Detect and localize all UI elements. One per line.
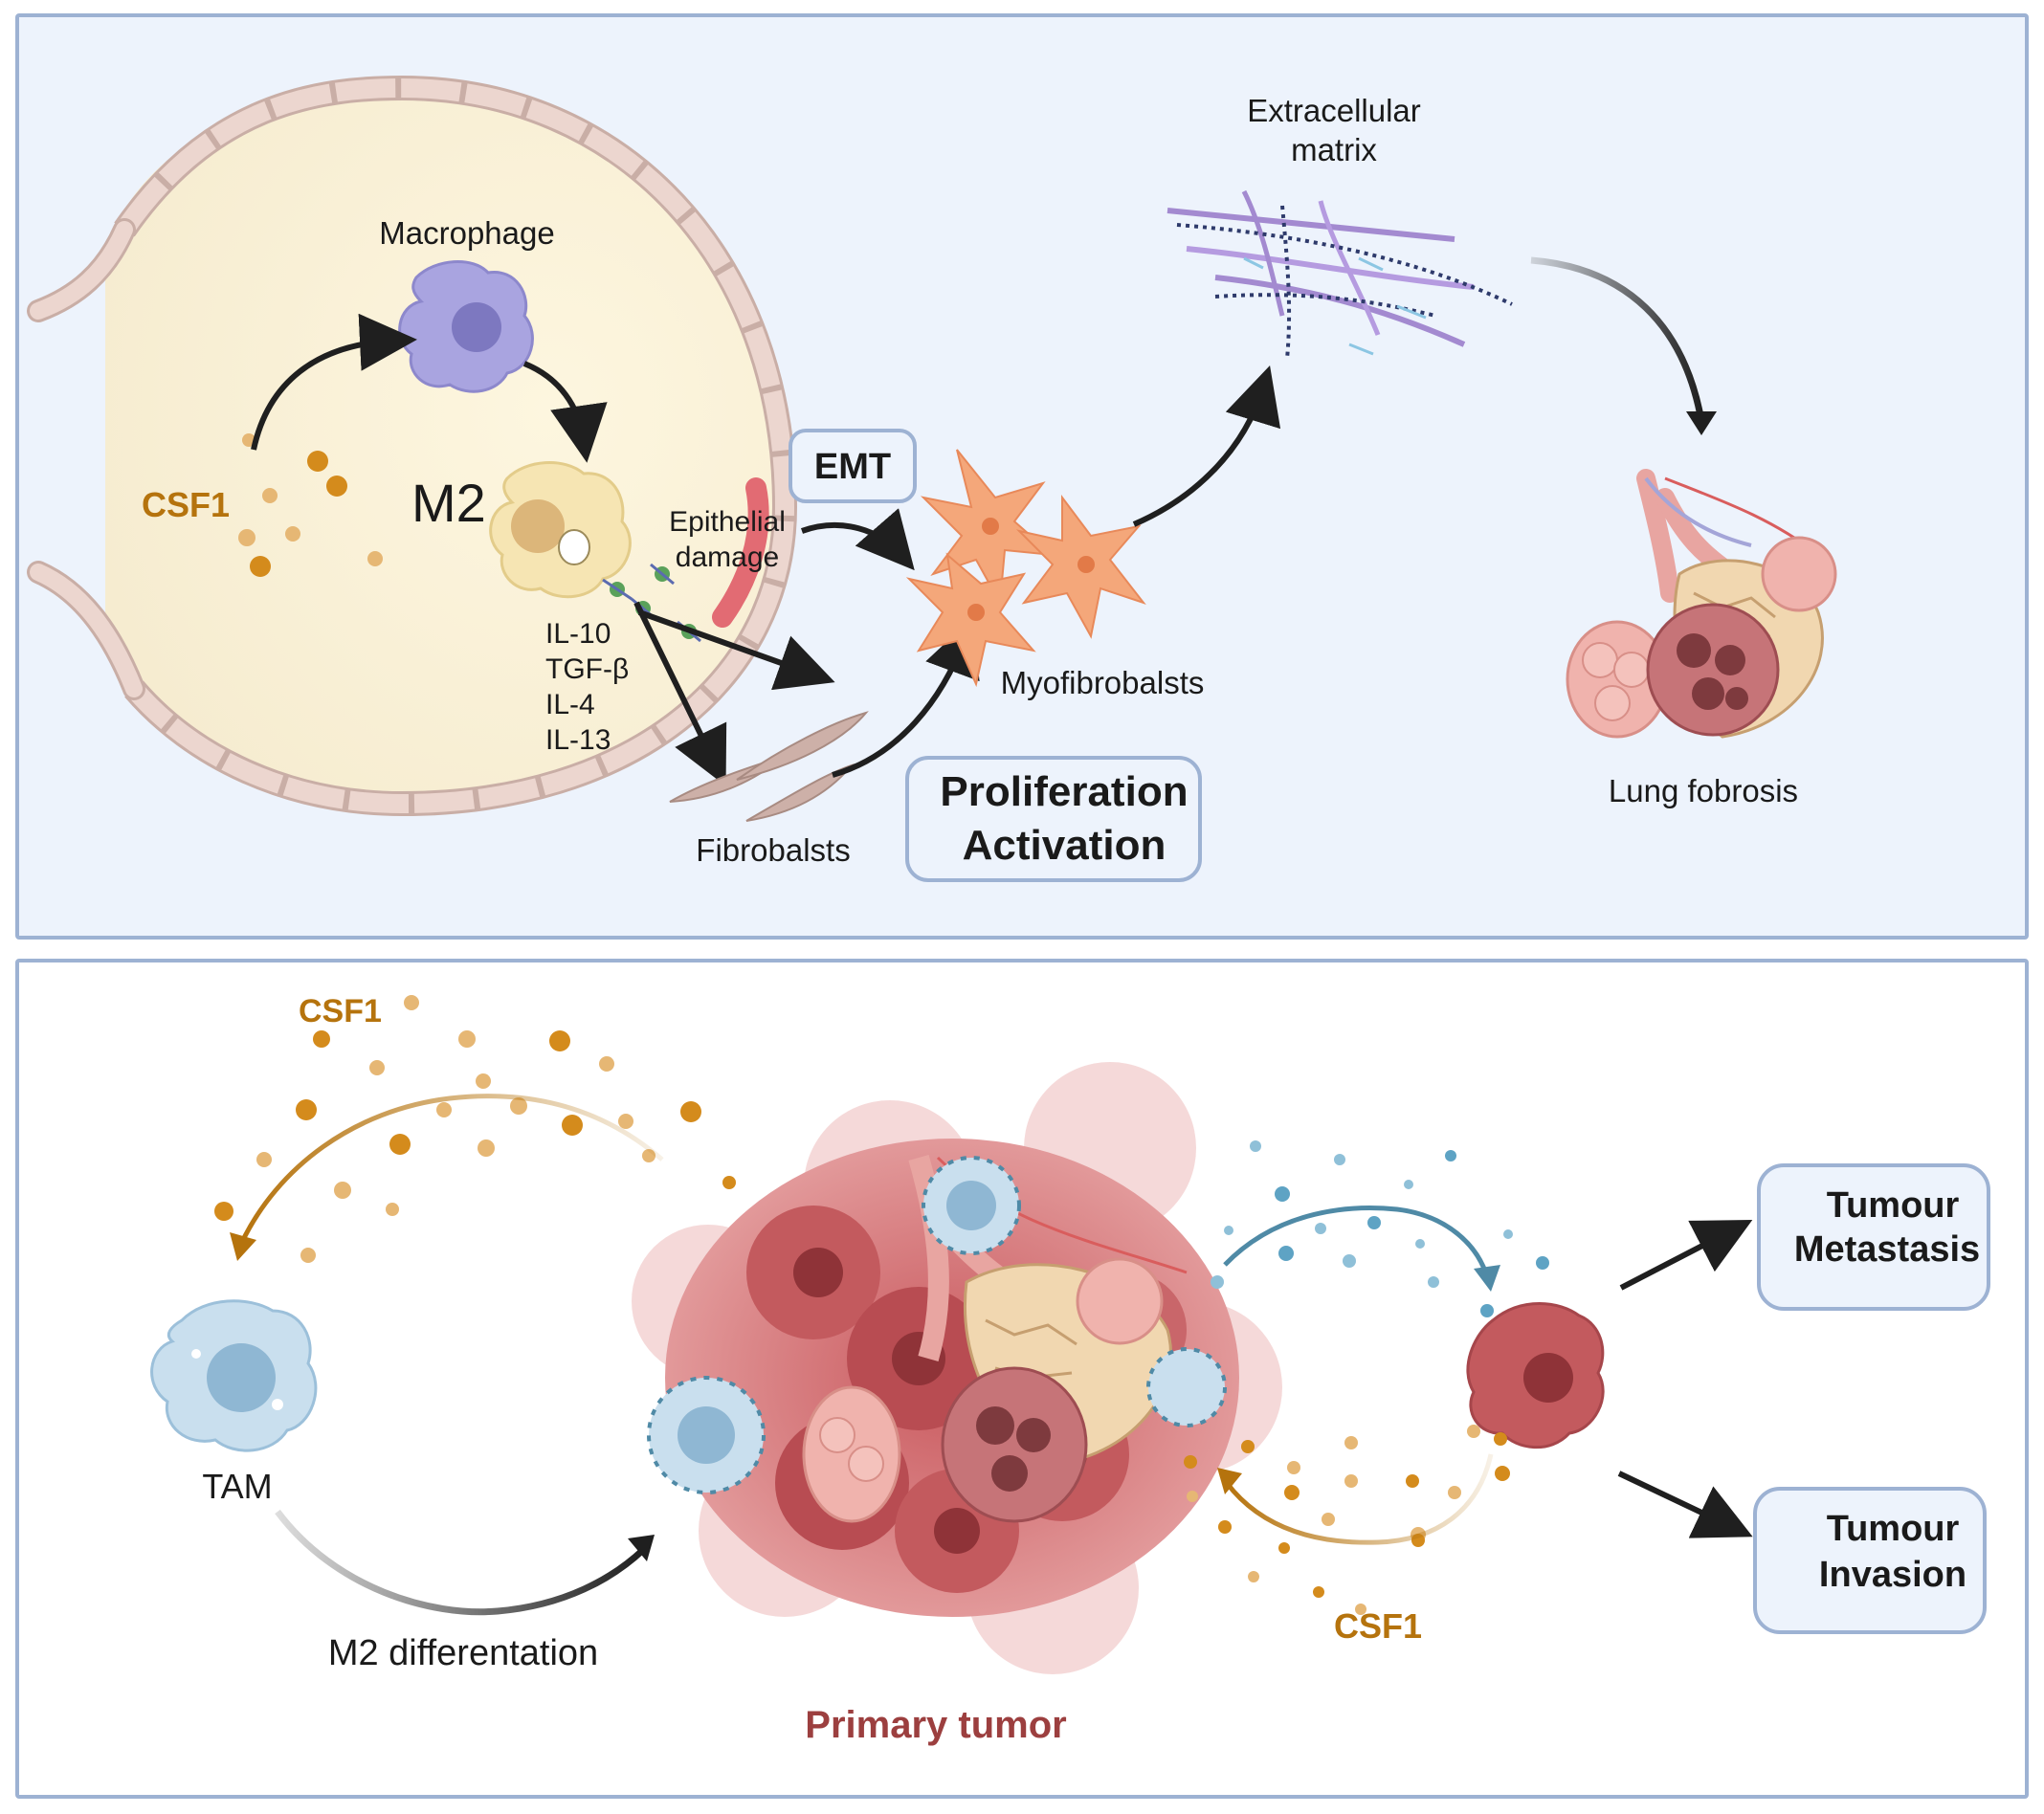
arrow-csf1-to-tam-head xyxy=(230,1232,256,1261)
cytokine-il10: IL-10 xyxy=(545,618,611,650)
csf1-particles-bottom-right xyxy=(1184,1425,1510,1615)
epithelial-damage-label-1: Epithelial xyxy=(669,506,786,538)
ecm-fiber-icon xyxy=(1166,189,1513,360)
csf1-label-bottom-top: CSF1 xyxy=(299,993,382,1029)
metastasis-box xyxy=(1757,1163,1990,1311)
arrow-to-metastasis xyxy=(1619,1219,1753,1291)
invasion-box xyxy=(1753,1487,1987,1634)
arrow-cytokines-to-fibroblasts-2 xyxy=(633,601,727,786)
m2-differentiation-label: M2 differentation xyxy=(328,1633,598,1673)
signal-particles-blue xyxy=(1211,1140,1549,1317)
csf1-label-bottom-right: CSF1 xyxy=(1334,1606,1422,1646)
arrow-fibroblasts-to-myofibroblasts xyxy=(832,617,980,778)
activation-label: Activation xyxy=(963,822,1166,869)
ecm-label-1: Extracellular xyxy=(1247,93,1421,128)
macrophage-cell-icon xyxy=(398,260,534,393)
fibroblasts-label: Fibrobalsts xyxy=(696,832,850,868)
fibroblast-icon xyxy=(669,711,869,822)
arrow-cytokines-to-fibroblasts xyxy=(637,609,835,691)
invasion-label-1: Tumour xyxy=(1827,1509,1960,1549)
emt-label: EMT xyxy=(814,447,891,487)
tam-label: TAM xyxy=(202,1467,272,1506)
arrow-damage-to-myofibroblasts xyxy=(800,508,915,571)
myofibroblasts-label: Myofibrobalsts xyxy=(1001,665,1205,700)
arrow-csf1-to-macrophage xyxy=(251,313,417,451)
arrow-tumor-to-tumor-cell-head xyxy=(1474,1265,1500,1292)
arrow-tam-to-tumor-head xyxy=(628,1535,655,1561)
emt-box xyxy=(789,429,917,503)
m2-macrophage-icon xyxy=(489,461,632,599)
alveolus-icon xyxy=(27,75,798,817)
cytokine-list: IL-10 TGF-β IL-4 IL-13 xyxy=(545,618,629,756)
proliferation-box xyxy=(905,756,1202,882)
arrow-ecm-to-lung xyxy=(1530,256,1705,422)
arrow-tumor-cell-to-tumor xyxy=(1225,1453,1494,1545)
arrow-tam-to-tumor xyxy=(275,1509,646,1616)
lung-alveoli-icon xyxy=(1566,469,1837,739)
ecm-label-2: matrix xyxy=(1291,132,1377,167)
metastasis-label-2: Metastasis xyxy=(1794,1229,1980,1270)
arrow-tumor-to-tumor-cell xyxy=(1223,1206,1491,1281)
cytokine-il4: IL-4 xyxy=(545,689,595,720)
m2-label: M2 xyxy=(411,473,486,533)
epithelial-damage-label-2: damage xyxy=(676,542,779,573)
arrow-ecm-to-lung-head xyxy=(1686,411,1717,435)
lung-fibrosis-label: Lung fobrosis xyxy=(1609,773,1798,808)
tumor-cell-icon xyxy=(1466,1302,1605,1449)
proliferation-label: Proliferation xyxy=(940,768,1188,815)
arrow-to-invasion xyxy=(1617,1471,1753,1538)
myofibroblast-icon xyxy=(905,449,1146,688)
cytokine-il13: IL-13 xyxy=(545,724,611,756)
arrow-myofibroblasts-to-ecm xyxy=(1132,365,1281,527)
invasion-label-2: Invasion xyxy=(1819,1555,1966,1595)
arrow-macrophage-to-m2 xyxy=(522,361,608,463)
csf1-particles-top xyxy=(238,433,383,577)
macrophage-label: Macrophage xyxy=(379,215,554,251)
primary-tumor-label: Primary tumor xyxy=(805,1704,1066,1746)
arrow-csf1-to-tam xyxy=(238,1094,664,1246)
csf1-particles-bottom-left xyxy=(214,995,736,1263)
arrow-tumor-cell-to-tumor-head xyxy=(1217,1468,1242,1494)
csf1-label-top: CSF1 xyxy=(142,485,230,524)
metastasis-label-1: Tumour xyxy=(1827,1185,1960,1226)
tam-cell-icon xyxy=(150,1299,318,1452)
tumor-mass-icon xyxy=(632,1062,1282,1674)
cytokine-tgfb: TGF-β xyxy=(545,653,629,685)
